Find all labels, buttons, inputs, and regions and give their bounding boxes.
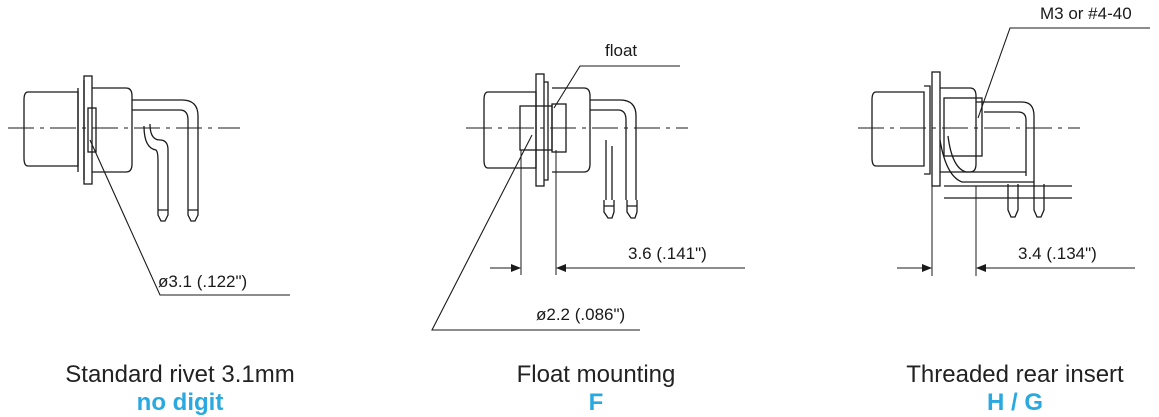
option-code: F bbox=[588, 389, 604, 416]
rivet bbox=[87, 107, 97, 153]
caption-title: Threaded rear insert bbox=[906, 361, 1124, 388]
caption-standard-rivet: Standard rivet 3.1mm no digit bbox=[40, 361, 320, 417]
float-label: float bbox=[605, 41, 637, 60]
panel-threaded-insert-drawing: M3 or #4-40 3.4 (.134") bbox=[858, 4, 1150, 276]
insert-length-dimension: 3.4 (.134") bbox=[1018, 244, 1097, 263]
connector-shell bbox=[871, 91, 925, 167]
panel-float-mounting-drawing: float 3.6 (.141") ø2.2 (.086") bbox=[431, 41, 745, 331]
option-code: H / G bbox=[986, 389, 1043, 416]
threaded-insert bbox=[943, 97, 983, 157]
mounting-flange bbox=[931, 71, 941, 187]
connector-shell bbox=[483, 91, 537, 169]
caption-title: Float mounting bbox=[516, 361, 676, 388]
thread-label: M3 or #4-40 bbox=[1040, 4, 1132, 23]
float-diameter-dimension: ø2.2 (.086") bbox=[536, 305, 625, 324]
rivet-diameter-dimension: ø3.1 (.122") bbox=[158, 272, 247, 291]
connector-shell bbox=[23, 91, 79, 167]
caption-float-mounting: Float mounting F bbox=[476, 361, 716, 417]
option-code: no digit bbox=[136, 389, 224, 416]
caption-threaded-insert: Threaded rear insert H / G bbox=[874, 361, 1156, 417]
mounting-flange bbox=[535, 73, 545, 187]
float-length-dimension: 3.6 (.141") bbox=[628, 244, 707, 263]
mounting-flange bbox=[83, 75, 93, 185]
caption-title: Standard rivet 3.1mm bbox=[65, 361, 295, 388]
panel-standard-rivet-drawing: ø3.1 (.122") bbox=[8, 75, 290, 296]
